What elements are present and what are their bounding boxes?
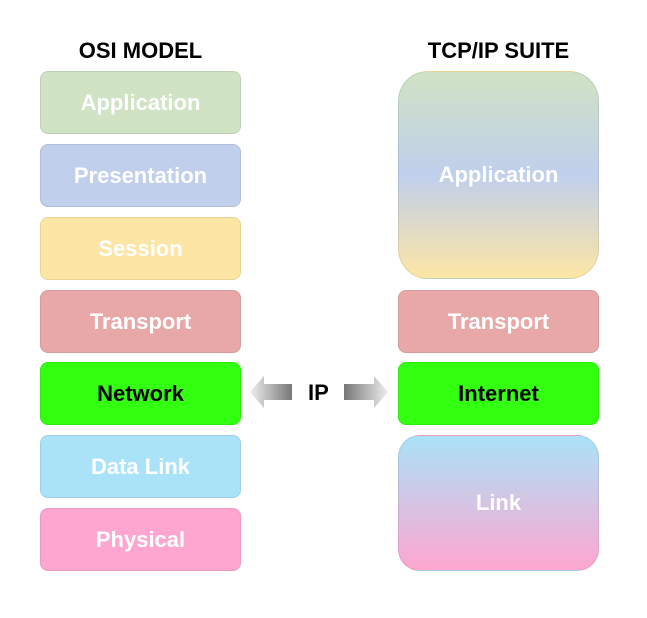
tcpip-application: Application xyxy=(398,71,599,279)
osi-title: OSI MODEL xyxy=(78,38,203,63)
tcpip-transport: Transport xyxy=(398,290,599,353)
left-arrow-icon xyxy=(250,376,292,408)
osi-network: Network xyxy=(40,362,241,425)
ip-label: IP xyxy=(308,380,329,405)
osi-data-link: Data Link xyxy=(40,435,241,498)
osi-transport: Transport xyxy=(40,290,241,353)
tcpip-link: Link xyxy=(398,435,599,571)
tcpip-internet: Internet xyxy=(398,362,599,425)
osi-presentation: Presentation xyxy=(40,144,241,207)
osi-physical: Physical xyxy=(40,508,241,571)
arrows xyxy=(250,376,388,408)
osi-application: Application xyxy=(40,71,241,134)
right-arrow-icon xyxy=(344,376,388,408)
tcpip-title: TCP/IP SUITE xyxy=(427,38,570,63)
osi-session: Session xyxy=(40,217,241,280)
